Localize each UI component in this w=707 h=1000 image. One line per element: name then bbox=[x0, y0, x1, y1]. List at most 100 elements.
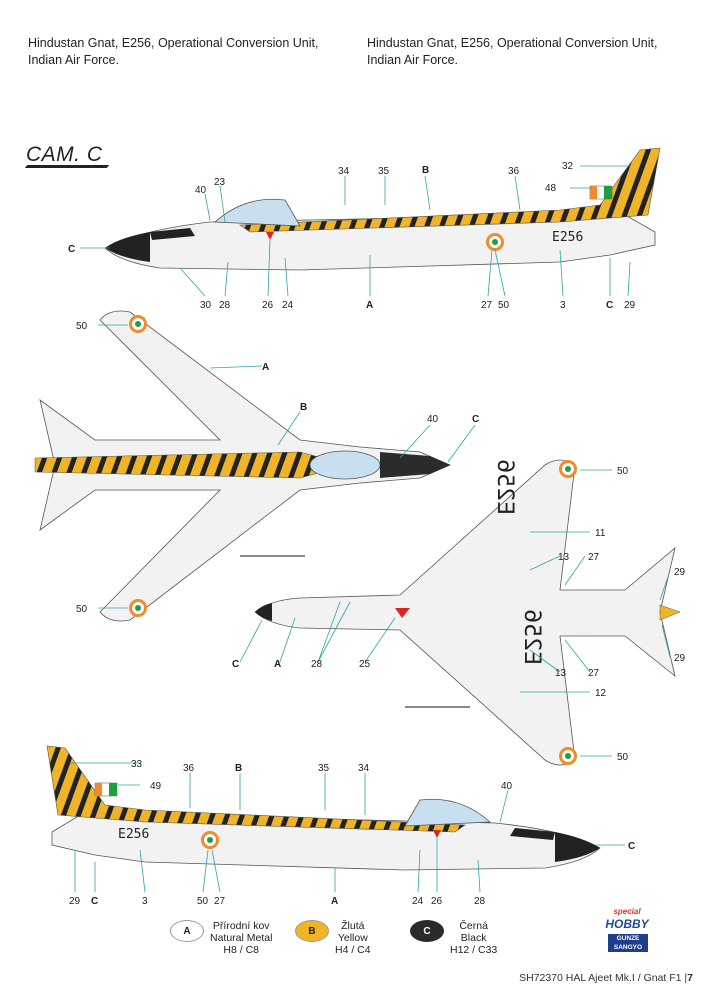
logo-sangyo-text: SANGYO bbox=[613, 944, 643, 951]
swatch-black: C bbox=[410, 920, 444, 942]
callout-C: C bbox=[232, 659, 239, 670]
legend-text-yellow: Žlutá Yellow H4 / C4 bbox=[335, 920, 371, 956]
legend-czech-name: Žlutá bbox=[341, 920, 365, 932]
callout-29: 29 bbox=[624, 300, 636, 311]
callout-48: 48 bbox=[545, 183, 557, 194]
callout-3: 3 bbox=[142, 896, 148, 907]
callout-23: 23 bbox=[214, 177, 226, 188]
callout-50: 50 bbox=[197, 896, 209, 907]
legend-english-name: Natural Metal bbox=[210, 932, 273, 944]
callout-40: 40 bbox=[427, 414, 439, 425]
legend-czech-name: Černá bbox=[459, 920, 488, 932]
caption-left: Hindustan Gnat, E256, Operational Conver… bbox=[28, 35, 318, 69]
legend-item-black: C Černá Black H12 / C33 bbox=[410, 920, 497, 956]
callout-C: C bbox=[91, 896, 98, 907]
legend-czech-name: Přírodní kov bbox=[212, 920, 270, 932]
callout-29: 29 bbox=[674, 653, 686, 664]
callout-C: C bbox=[472, 414, 479, 425]
callout-leaders bbox=[70, 165, 671, 893]
footer-product-title: SH72370 HAL Ajeet Mk.I / Gnat F1 | bbox=[519, 972, 688, 984]
callout-27: 27 bbox=[214, 896, 226, 907]
callout-36: 36 bbox=[183, 763, 195, 774]
callout-32: 32 bbox=[562, 161, 574, 172]
caption-right-line1: Hindustan Gnat, E256, Operational Conver… bbox=[367, 36, 658, 50]
serial-side-left: E256 bbox=[552, 230, 583, 245]
legend-english-name: Black bbox=[460, 932, 487, 944]
callout-A: A bbox=[262, 362, 269, 373]
swatch-yellow: B bbox=[295, 920, 329, 942]
callout-50: 50 bbox=[76, 604, 88, 615]
callout-A: A bbox=[274, 659, 281, 670]
callout-C: C bbox=[628, 841, 635, 852]
callout-11: 11 bbox=[595, 528, 606, 539]
callout-34: 34 bbox=[338, 166, 350, 177]
gunze-sangyo-logo: GUNZE SANGYO bbox=[608, 934, 648, 952]
legend-paint-codes: H8 / C8 bbox=[223, 944, 260, 956]
legend-paint-codes: H4 / C4 bbox=[335, 944, 371, 956]
callout-30: 30 bbox=[200, 300, 212, 311]
serial-wing-upper: E256 bbox=[492, 459, 517, 515]
callout-24: 24 bbox=[412, 896, 424, 907]
callout-35: 35 bbox=[318, 763, 330, 774]
callout-13: 13 bbox=[558, 552, 570, 563]
callout-33: 33 bbox=[131, 759, 143, 770]
callout-labels: 32 48 34 B 35 36 40 23 C 30 28 26 24 A 2… bbox=[68, 161, 686, 907]
caption-right: Hindustan Gnat, E256, Operational Conver… bbox=[367, 35, 657, 69]
callout-50: 50 bbox=[498, 300, 510, 311]
logo-gunze-text: GUNZE bbox=[616, 935, 640, 942]
top-view bbox=[34, 310, 452, 622]
legend-item-natural-metal: A Přírodní kov Natural Metal H8 / C8 bbox=[170, 920, 272, 956]
callout-27: 27 bbox=[588, 552, 600, 563]
callout-50: 50 bbox=[617, 752, 629, 763]
callout-26: 26 bbox=[262, 300, 274, 311]
callout-C: C bbox=[68, 244, 75, 255]
page-number: 7 bbox=[687, 972, 693, 984]
callout-27: 27 bbox=[588, 668, 600, 679]
special-hobby-logo: special HOBBY bbox=[603, 906, 651, 930]
page-footer: SH72370 HAL Ajeet Mk.I / Gnat F1 |7 bbox=[519, 972, 693, 984]
caption-left-line1: Hindustan Gnat, E256, Operational Conver… bbox=[28, 36, 319, 50]
callout-34: 34 bbox=[358, 763, 370, 774]
legend-item-yellow: B Žlutá Yellow H4 / C4 bbox=[295, 920, 371, 956]
callout-A: A bbox=[366, 300, 373, 311]
callout-B: B bbox=[235, 763, 242, 774]
callout-26: 26 bbox=[431, 896, 443, 907]
callout-36: 36 bbox=[508, 166, 520, 177]
legend-text-black: Černá Black H12 / C33 bbox=[450, 920, 497, 956]
callout-3: 3 bbox=[560, 300, 566, 311]
bottom-view: E256 E256 bbox=[254, 459, 681, 766]
callout-28: 28 bbox=[219, 300, 231, 311]
callout-27: 27 bbox=[481, 300, 493, 311]
callout-40: 40 bbox=[195, 185, 207, 196]
callout-40: 40 bbox=[501, 781, 513, 792]
callout-50: 50 bbox=[617, 466, 629, 477]
logo-hobby-text: HOBBY bbox=[605, 917, 649, 931]
callout-28: 28 bbox=[474, 896, 486, 907]
callout-49: 49 bbox=[150, 781, 162, 792]
callout-35: 35 bbox=[378, 166, 390, 177]
legend-english-name: Yellow bbox=[337, 932, 368, 944]
swatch-natural-metal: A bbox=[170, 920, 204, 942]
caption-right-line2: Indian Air Force. bbox=[367, 53, 459, 67]
callout-50: 50 bbox=[76, 321, 88, 332]
callout-28: 28 bbox=[311, 659, 323, 670]
callout-B: B bbox=[300, 402, 307, 413]
callout-12: 12 bbox=[595, 688, 607, 699]
callout-13: 13 bbox=[555, 668, 567, 679]
legend-text-natural-metal: Přírodní kov Natural Metal H8 / C8 bbox=[210, 920, 272, 956]
callout-25: 25 bbox=[359, 659, 371, 670]
serial-side-right: E256 bbox=[118, 827, 149, 842]
callout-C: C bbox=[606, 300, 613, 311]
side-view-right: E256 bbox=[46, 745, 601, 871]
callout-29: 29 bbox=[69, 896, 81, 907]
callout-A: A bbox=[331, 896, 338, 907]
caption-left-line2: Indian Air Force. bbox=[28, 53, 120, 67]
callout-24: 24 bbox=[282, 300, 294, 311]
callout-29: 29 bbox=[674, 567, 686, 578]
serial-wing-lower: E256 bbox=[519, 609, 544, 665]
legend-paint-codes: H12 / C33 bbox=[450, 944, 498, 956]
callout-B: B bbox=[422, 165, 429, 176]
side-view-left: E256 bbox=[104, 147, 661, 271]
logo-special-text: special bbox=[613, 907, 641, 916]
